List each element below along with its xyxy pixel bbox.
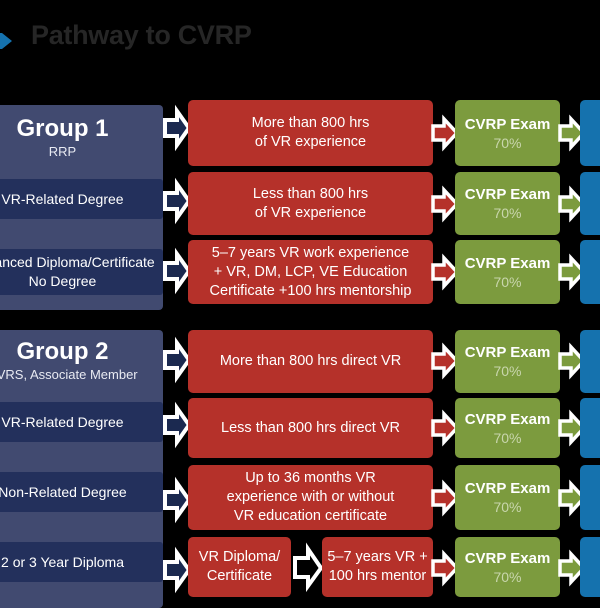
group-1-row-3-text: Advanced Diploma/Certificate No Degree [0, 254, 155, 289]
group-2-row-spacer-a [0, 446, 163, 468]
group-2-row-4-requirement-b-text: 5–7 years VR + 100 hrs mentor [327, 549, 428, 584]
group-2-row-1-requirement[interactable]: More than 800 hrs direct VR [188, 330, 433, 393]
group-2-row-3-requirement[interactable]: Up to 36 months VR experience with or wi… [188, 465, 433, 530]
exam-label: CVRP Exam [464, 115, 551, 133]
exam-label: CVRP Exam [464, 549, 551, 567]
group-1-row-1-arrow [163, 104, 192, 152]
group-1-row-3-requirement-text: 5–7 years VR work experience + VR, DM, L… [209, 244, 412, 299]
group-2-panel: Group 2 CVRS, Associate Member VR-Relate… [0, 330, 163, 608]
group-1-row-1-result-arrow [558, 114, 587, 152]
group-2-row-2-result-arrow [558, 409, 587, 447]
exam-label: CVRP Exam [464, 254, 551, 272]
group-1-row-3-requirement[interactable]: 5–7 years VR work experience + VR, DM, L… [188, 240, 433, 304]
group-2-row-1-result[interactable] [580, 330, 600, 393]
group-2-row-2-arrow [163, 401, 192, 449]
group-2-row-3-result[interactable] [580, 465, 600, 530]
group-2-row-2-text: VR-Related Degree [1, 413, 124, 430]
group-2-row-3-exam-arrow [431, 479, 460, 517]
group-1-title: Group 1 [16, 115, 109, 142]
group-2-row-4-text: 2 or 3 Year Diploma [1, 553, 124, 570]
group-1-row-2-exam[interactable]: CVRP Exam 70% [455, 172, 560, 235]
group-1-row-2-text: VR-Related Degree [1, 190, 124, 207]
group-2-row-2-requirement-text: Less than 800 hrs direct VR [221, 419, 400, 436]
group-2-row-2-exam[interactable]: CVRP Exam 70% [455, 398, 560, 458]
group-1-row-1-exam-arrow [431, 114, 460, 152]
group-2-header: Group 2 CVRS, Associate Member [0, 338, 163, 383]
group-1-row-1-exam[interactable]: CVRP Exam 70% [455, 100, 560, 166]
group-1-row-2-arrow [163, 177, 192, 225]
group-2-row-4-requirement-b[interactable]: 5–7 years VR + 100 hrs mentor [322, 537, 433, 597]
group-2-row-spacer-b [0, 516, 163, 538]
group-2-row-4-exam-arrow [431, 549, 460, 587]
exam-score: 70% [493, 205, 522, 221]
group-2-row-2-requirement[interactable]: Less than 800 hrs direct VR [188, 398, 433, 458]
page-header: Pathway to CVRP [0, 0, 600, 88]
group-2-row-4-inner-arrow [293, 542, 324, 593]
group-1-header: Group 1 RRP [0, 115, 163, 160]
group-2-row-4-requirement-a[interactable]: VR Diploma/ Certificate [188, 537, 291, 597]
exam-score: 70% [493, 568, 522, 585]
group-1-row-3-label[interactable]: Advanced Diploma/Certificate No Degree [0, 249, 163, 295]
group-2-row-2-label[interactable]: VR-Related Degree [0, 402, 163, 442]
group-2-row-2-result[interactable] [580, 398, 600, 458]
group-1-row-3-arrow [163, 247, 192, 295]
exam-score: 70% [493, 499, 522, 515]
group-2-row-2-exam-arrow [431, 409, 460, 447]
group-1-panel: Group 1 RRP VR-Related Degree Advanced D… [0, 105, 163, 310]
group-2-row-3-text: Non-Related Degree [0, 483, 127, 500]
group-1-subtitle: RRP [48, 144, 77, 159]
exam-label: CVRP Exam [464, 344, 551, 361]
group-2-row-4-exam[interactable]: CVRP Exam 70% [455, 537, 560, 597]
group-1-row-3-result[interactable] [580, 240, 600, 304]
group-1-board: Group 1 RRP VR-Related Degree Advanced D… [0, 100, 600, 310]
group-1-row-3-exam[interactable]: CVRP Exam 70% [455, 240, 560, 304]
group-2-row-1-exam[interactable]: CVRP Exam 70% [455, 330, 560, 393]
exam-label: CVRP Exam [464, 186, 551, 203]
page-title: Pathway to CVRP [31, 20, 252, 50]
exam-score: 70% [493, 363, 522, 379]
group-2-row-1-result-arrow [558, 342, 587, 380]
group-2-row-1-requirement-text: More than 800 hrs direct VR [219, 353, 402, 369]
group-1-row-2-requirement-text: Less than 800 hrs of VR experience [252, 185, 369, 221]
group-1-row-2-result[interactable] [580, 172, 600, 235]
group-2-row-1-exam-arrow [431, 342, 460, 380]
group-2-row-4-requirement-a-text: VR Diploma/ Certificate [198, 549, 281, 584]
group-2-row-3-exam[interactable]: CVRP Exam 70% [455, 465, 560, 530]
group-2-row-4-label[interactable]: 2 or 3 Year Diploma [0, 542, 163, 582]
exam-score: 70% [493, 273, 522, 290]
group-2-title: Group 2 [16, 338, 109, 365]
group-2-row-4-arrow [163, 546, 192, 594]
group-1-row-3-exam-arrow [431, 253, 460, 291]
group-2-subtitle: CVRS, Associate Member [0, 367, 138, 382]
group-1-row-1-requirement-text: More than 800 hrs of VR experience [251, 115, 370, 150]
group-2-row-3-result-arrow [558, 479, 587, 517]
group-2-row-1-arrow [163, 336, 192, 384]
group-1-row-3-result-arrow [558, 253, 587, 291]
exam-label: CVRP Exam [464, 480, 551, 497]
exam-score: 70% [493, 134, 522, 151]
group-1-row-2-requirement[interactable]: Less than 800 hrs of VR experience [188, 172, 433, 235]
group-2-row-4-result-arrow [558, 549, 587, 587]
group-2-row-3-arrow [163, 476, 192, 524]
group-1-row-2-exam-arrow [431, 185, 460, 223]
group-2-row-3-requirement-text: Up to 36 months VR experience with or wi… [226, 470, 395, 524]
group-2-row-3-label[interactable]: Non-Related Degree [0, 472, 163, 512]
group-2-row-4-result[interactable] [580, 537, 600, 597]
group-1-row-1-requirement[interactable]: More than 800 hrs of VR experience [188, 100, 433, 166]
exam-score: 70% [493, 429, 522, 446]
group-1-row-1-result[interactable] [580, 100, 600, 166]
brand-chevron-mark-icon [0, 33, 12, 49]
group-1-row-2-label[interactable]: VR-Related Degree [0, 179, 163, 219]
group-1-row-2-result-arrow [558, 185, 587, 223]
exam-label: CVRP Exam [464, 410, 551, 428]
